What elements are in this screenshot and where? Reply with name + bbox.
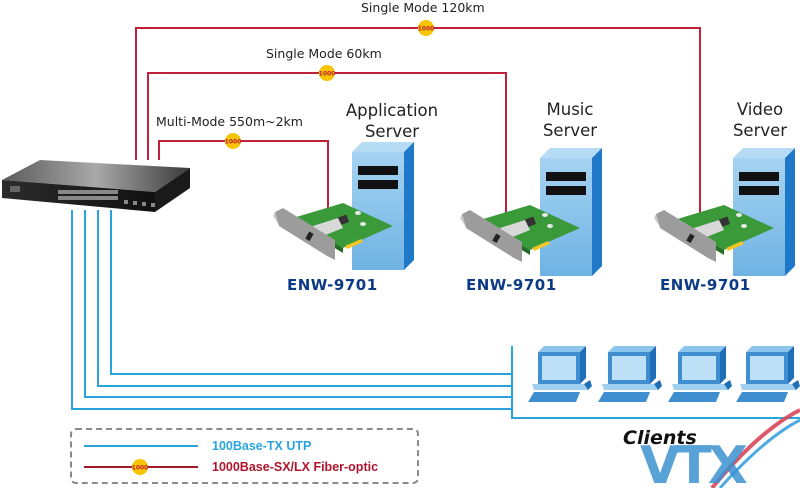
utp-link-2	[84, 210, 512, 398]
application-server-label: Application Server	[332, 100, 452, 142]
legend-lines	[84, 445, 198, 475]
client-bus	[511, 346, 800, 419]
model-label: ENW-9701	[466, 276, 557, 294]
fiber-label-550m: Multi-Mode 550m~2km	[156, 114, 303, 129]
music-server-label: Music Server	[520, 99, 620, 141]
legend-utp-label: 100Base-TX UTP	[212, 439, 312, 453]
client-pc-icon	[736, 346, 800, 402]
legend	[70, 428, 419, 484]
utp-link-1	[71, 210, 512, 410]
client-pc-icon	[528, 346, 592, 402]
server-name-line1: Application	[345, 101, 439, 120]
video-server-label: Video Server	[715, 99, 800, 141]
model-label: ENW-9701	[660, 276, 751, 294]
utp-link-4	[110, 210, 512, 375]
clients-label: Clients	[623, 427, 697, 449]
client-pc-icon	[668, 346, 732, 402]
server-name-line2: Server	[542, 121, 598, 140]
video-server-icon	[733, 148, 795, 276]
server-name-line2: Server	[732, 121, 788, 140]
utp-link-3	[97, 210, 512, 387]
model-label: ENW-9701	[287, 276, 378, 294]
fiber-label-60km: Single Mode 60km	[266, 46, 382, 61]
client-pc-icon	[598, 346, 662, 402]
server-name-line2: Server	[364, 122, 420, 141]
vtx-watermark: VTX	[640, 436, 748, 496]
fiber-connector-icon	[224, 133, 242, 149]
server-name-line1: Video	[736, 100, 784, 119]
utp-links	[71, 210, 800, 419]
legend-fiber-label: 1000Base-SX/LX Fiber-optic	[212, 460, 379, 474]
vtx-logo-icon	[710, 408, 800, 488]
fiber-link-550m	[158, 140, 329, 217]
fiber-connector-icon	[417, 20, 435, 36]
network-switch-icon	[2, 160, 190, 212]
application-server-icon	[352, 142, 414, 270]
music-server-icon	[540, 148, 602, 276]
server-name-line1: Music	[546, 100, 594, 119]
fiber-connector-icon	[318, 65, 336, 81]
fiber-label-120km: Single Mode 120km	[361, 0, 485, 15]
